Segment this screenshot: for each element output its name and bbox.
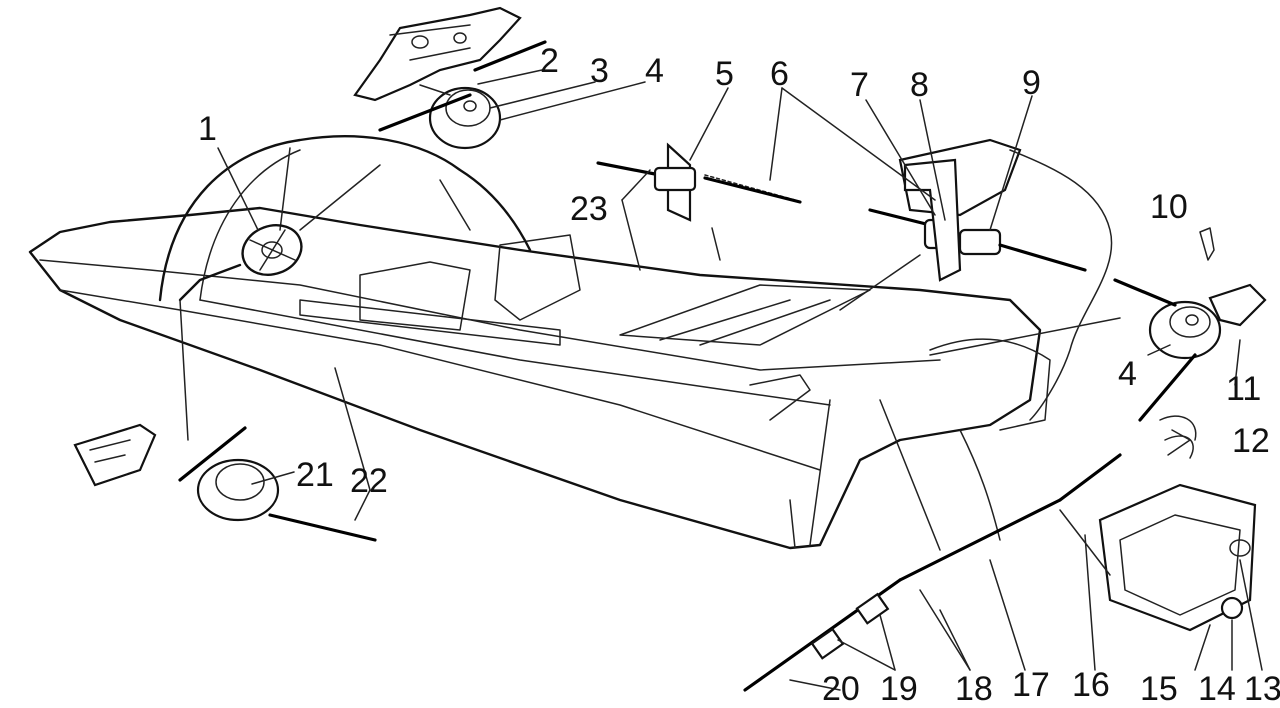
right-pulley-assembly	[1113, 227, 1267, 459]
label-part-21: 21	[296, 456, 334, 494]
label-part-18: 18	[955, 670, 993, 708]
left-pulley-assembly	[73, 423, 377, 542]
windshield	[158, 135, 532, 302]
top-pulley-assembly	[353, 6, 547, 150]
label-part-22: 22	[350, 462, 388, 500]
label-part-11: 11	[1226, 370, 1261, 408]
label-part-13: 13	[1244, 670, 1280, 708]
label-part-19: 19	[880, 670, 918, 708]
label-part-3: 3	[590, 52, 609, 90]
bottom-cable-assembly	[743, 453, 1257, 692]
label-part-15: 15	[1140, 670, 1178, 708]
label-part-2: 2	[540, 42, 559, 80]
label-part-9: 9	[1022, 64, 1041, 102]
label-part-17: 17	[1012, 666, 1050, 704]
steering-wheel	[178, 224, 303, 302]
label-part-6: 6	[770, 55, 789, 93]
leader-lines	[217, 69, 1263, 691]
label-part-20: 20	[822, 670, 860, 708]
cable-assembly-5-6	[596, 142, 802, 222]
label-part-8: 8	[910, 66, 929, 104]
label-part-14: 14	[1198, 670, 1236, 708]
label-part-12: 12	[1232, 422, 1270, 460]
label-part-5: 5	[715, 55, 734, 93]
label-part-7: 7	[850, 66, 869, 104]
label-part-4-right: 4	[1118, 355, 1137, 393]
label-part-23: 23	[570, 190, 608, 228]
cable-assembly-7-8-9	[868, 158, 1087, 282]
boat-hull	[28, 206, 1042, 550]
label-part-16: 16	[1072, 666, 1110, 704]
label-part-4-top: 4	[645, 52, 664, 90]
part-labels: 1 2 3 4 5 6 7 8 9 10 11 4 12 13 14 15 16…	[198, 42, 1280, 708]
callout-arrows	[179, 164, 1121, 551]
label-part-10: 10	[1150, 188, 1188, 226]
label-part-1: 1	[198, 110, 217, 148]
